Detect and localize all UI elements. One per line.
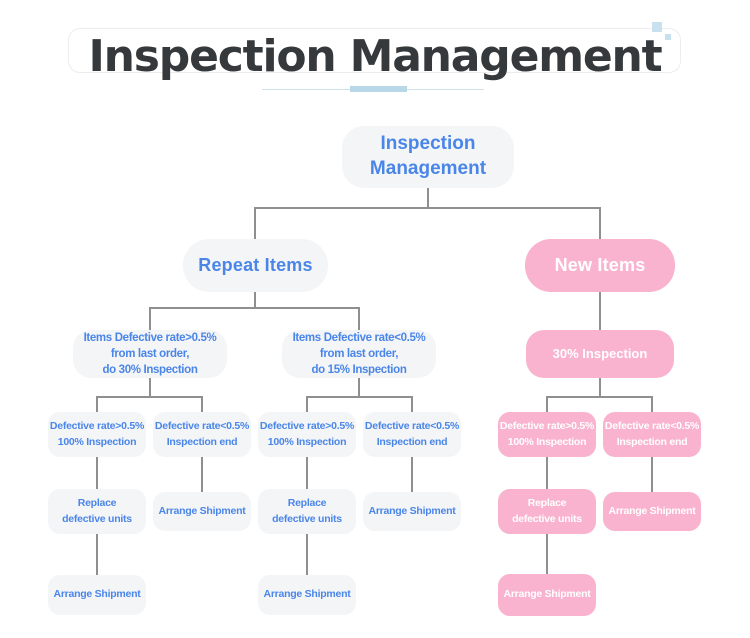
corner-square-large-icon bbox=[652, 22, 662, 32]
node-repeat-low-rate: Items Defective rate<0.5% from last orde… bbox=[282, 330, 436, 378]
connector-level5-level6 bbox=[96, 534, 548, 575]
connector-repeat-high-children bbox=[96, 378, 203, 412]
node-repeat-high-replace: Replace defective units bbox=[48, 489, 146, 534]
node-repeat-low-fail: Defective rate>0.5% 100% Inspection bbox=[258, 412, 356, 457]
title-underline-accent bbox=[350, 86, 407, 92]
node-repeat-high-ship: Arrange Shipment bbox=[48, 575, 146, 615]
node-repeat-high-pass-ship: Arrange Shipment bbox=[153, 492, 251, 531]
connector-inspection-children bbox=[546, 378, 653, 412]
node-repeat-items: Repeat Items bbox=[183, 239, 328, 292]
node-repeat-low-pass-ship: Arrange Shipment bbox=[363, 492, 461, 531]
node-repeat-low-replace: Replace defective units bbox=[258, 489, 356, 534]
connector-repeat-low-children bbox=[306, 378, 413, 412]
node-repeat-low-pass: Defective rate<0.5% Inspection end bbox=[363, 412, 461, 457]
node-new-replace: Replace defective units bbox=[498, 489, 596, 534]
corner-square-small-icon bbox=[665, 34, 671, 40]
title-card bbox=[68, 28, 681, 73]
connector-repeat-children bbox=[149, 292, 360, 330]
node-repeat-high-pass: Defective rate<0.5% Inspection end bbox=[153, 412, 251, 457]
node-new-fail: Defective rate>0.5% 100% Inspection bbox=[498, 412, 596, 457]
node-repeat-high-rate: Items Defective rate>0.5% from last orde… bbox=[73, 330, 227, 378]
node-new-pass: Defective rate<0.5% Inspection end bbox=[603, 412, 701, 457]
node-new-items: New Items bbox=[525, 239, 675, 292]
node-new-ship: Arrange Shipment bbox=[498, 574, 596, 616]
node-repeat-low-ship: Arrange Shipment bbox=[258, 575, 356, 615]
node-new-30pct-inspection: 30% Inspection bbox=[526, 330, 674, 378]
connector-root-branches bbox=[254, 188, 601, 239]
node-root: Inspection Management bbox=[342, 126, 514, 188]
page-title: Inspection Management bbox=[88, 31, 663, 82]
node-new-pass-ship: Arrange Shipment bbox=[603, 492, 701, 531]
node-repeat-high-fail: Defective rate>0.5% 100% Inspection bbox=[48, 412, 146, 457]
connector-level4-level5 bbox=[96, 457, 653, 493]
